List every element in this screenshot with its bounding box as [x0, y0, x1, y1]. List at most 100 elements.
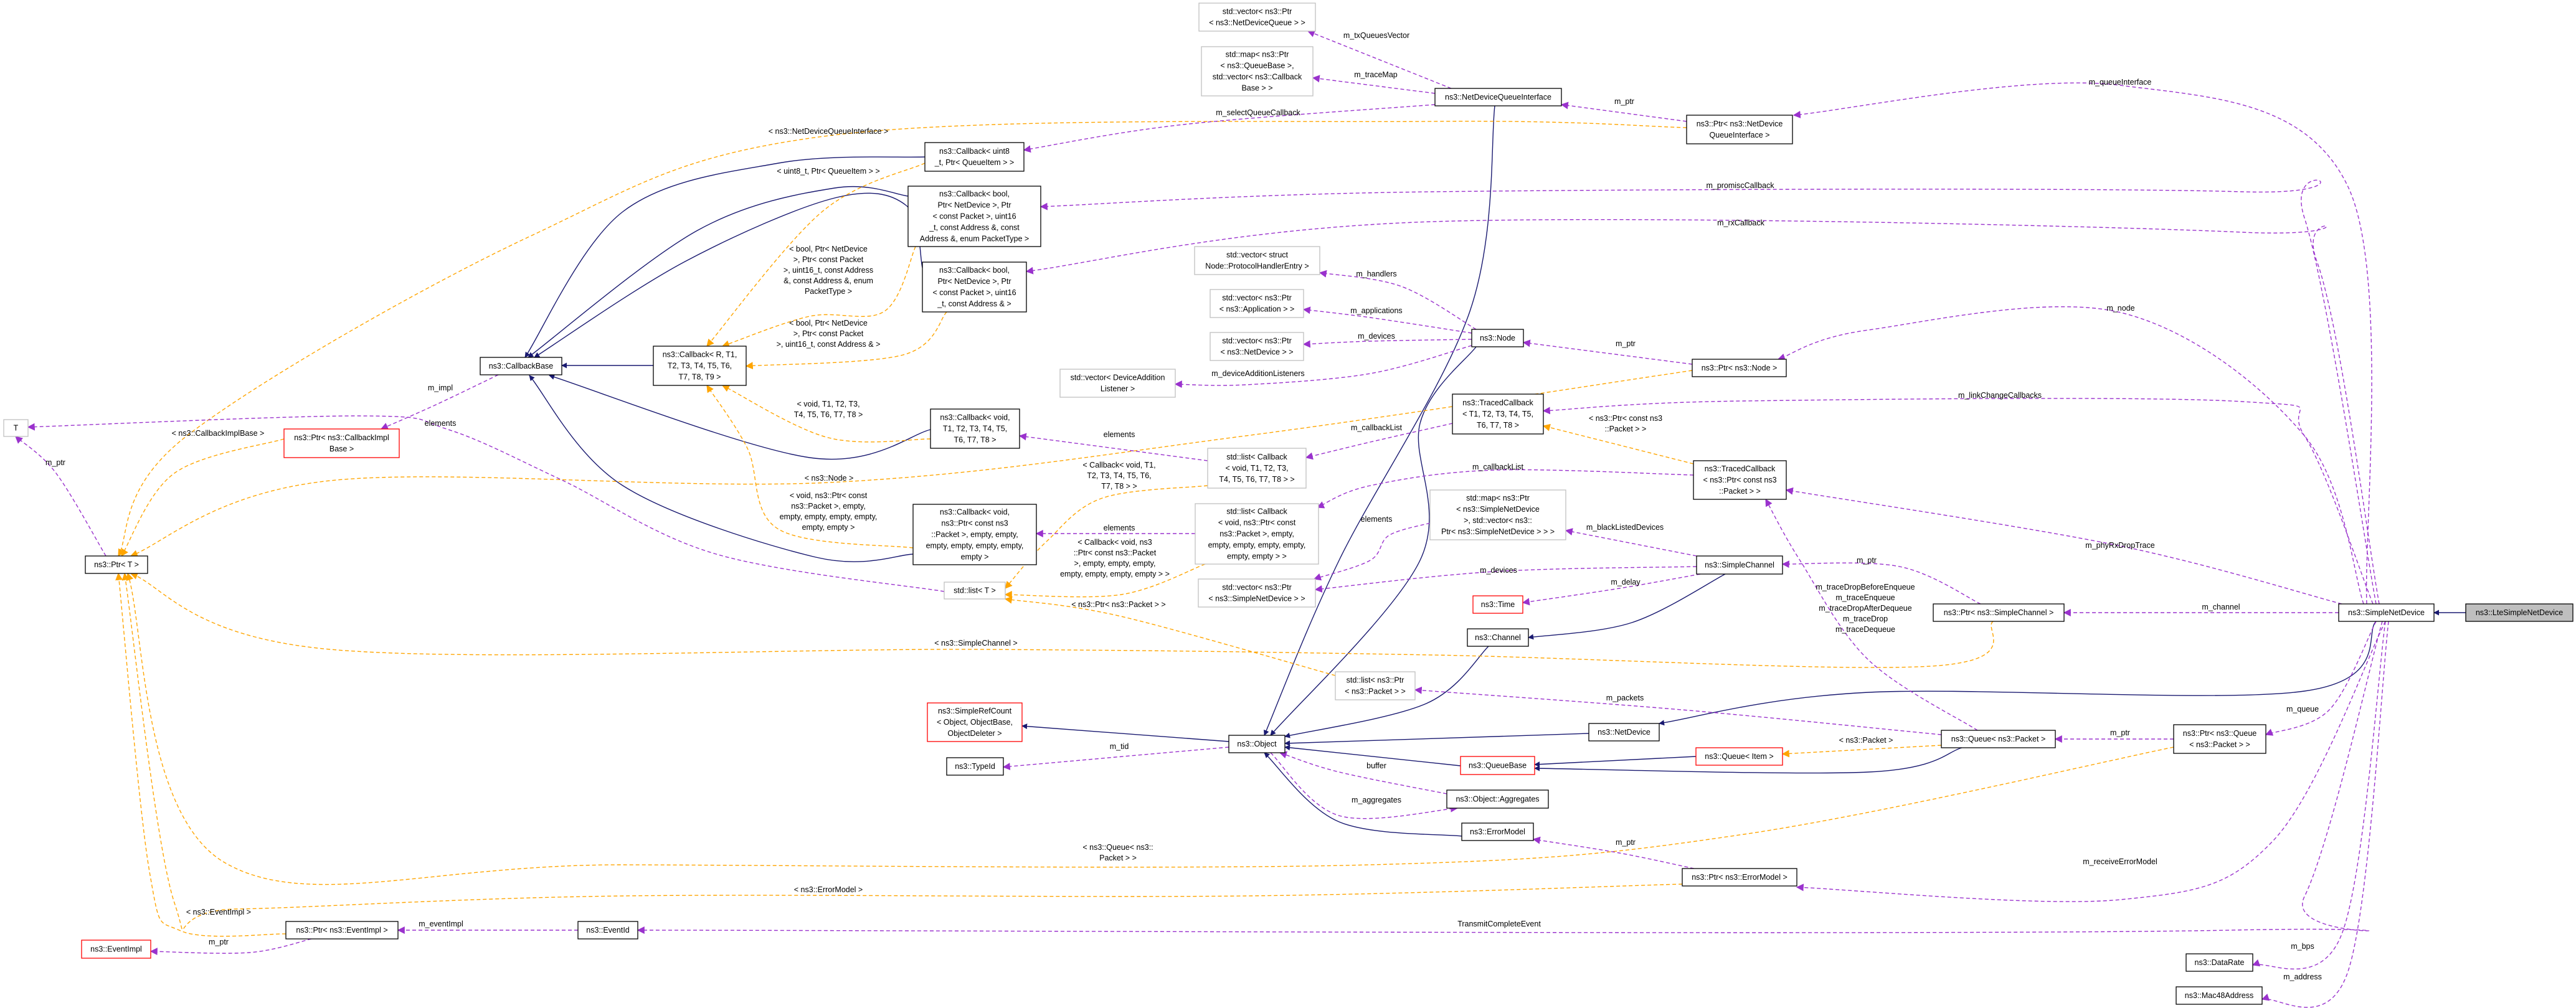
- class-node-l-t[interactable]: std::list< T >: [944, 582, 1006, 600]
- class-name: std::vector< ns3::Ptr< ns3::SimpleNetDev…: [1208, 583, 1305, 603]
- class-node-chan[interactable]: ns3::Channel: [1467, 628, 1529, 647]
- class-name: std::list< Callback< void, T1, T2, T3,T4…: [1219, 453, 1294, 484]
- class-name-line: < ns3::SimpleNetDevice: [1456, 505, 1540, 514]
- class-name: ns3::SimpleNetDevice: [2348, 608, 2425, 617]
- class-name-line: empty, empty, empty, empty,: [926, 541, 1024, 550]
- class-node-tc-t[interactable]: ns3::TracedCallback< T1, T2, T3, T4, T5,…: [1452, 393, 1544, 435]
- class-name-line: ns3::SimpleChannel: [1705, 560, 1774, 569]
- class-name-line: QueueInterface >: [1710, 131, 1770, 139]
- class-name-line: std::list< Callback: [1226, 453, 1287, 461]
- class-node-em[interactable]: ns3::ErrorModel: [1461, 822, 1534, 841]
- usage-edge-u-queue: [2265, 621, 2377, 736]
- class-node-cb-ad[interactable]: ns3::Callback< bool,Ptr< NetDevice >, Pt…: [922, 261, 1027, 313]
- edge-label-line: m_eventImpl: [419, 920, 463, 928]
- inheritance-edge-e-ndqi-obj: [1264, 105, 1495, 736]
- class-node-tc-p[interactable]: ns3::TracedCallback< ns3::Ptr< const ns3…: [1693, 460, 1787, 500]
- class-name: ns3::Ptr< ns3::Queue< ns3::Packet > >: [2183, 729, 2257, 749]
- class-node-dr[interactable]: ns3::DataRate: [2185, 953, 2253, 972]
- class-node-map-snd[interactable]: std::map< ns3::Ptr< ns3::SimpleNetDevice…: [1429, 489, 1566, 540]
- edge-label: < ns3::Ptr< const ns3::Packet > >: [1589, 414, 1662, 433]
- class-node-p-node[interactable]: ns3::Ptr< ns3::Node >: [1692, 359, 1787, 377]
- class-node-cb[interactable]: ns3::CallbackBase: [480, 357, 562, 375]
- class-node-snd[interactable]: ns3::SimpleNetDevice: [2338, 603, 2435, 622]
- class-node-p-ei[interactable]: ns3::Ptr< ns3::EventImpl >: [285, 921, 399, 940]
- class-node-ndqi[interactable]: ns3::NetDeviceQueueInterface: [1434, 88, 1562, 106]
- class-node-src[interactable]: ns3::SimpleRefCount< Object, ObjectBase,…: [927, 702, 1023, 742]
- class-name-line: < ns3::Packet > >: [1345, 687, 1406, 695]
- class-node-p-em[interactable]: ns3::Ptr< ns3::ErrorModel >: [1682, 868, 1797, 887]
- edge-label-line: m_address: [2283, 973, 2322, 981]
- class-box: [1210, 332, 1304, 361]
- class-node-lte[interactable]: ns3::LteSimpleNetDevice: [2465, 603, 2574, 622]
- class-name: std::vector< ns3::Ptr< ns3::Application …: [1219, 293, 1295, 313]
- usage-edge-u-p-ndqi-ndqi: [1560, 101, 1687, 122]
- class-box: [1472, 595, 1523, 614]
- class-box: [2338, 603, 2435, 622]
- class-node-q-pkt[interactable]: ns3::Queue< ns3::Packet >: [1941, 730, 2056, 748]
- edge-label: TransmitCompleteEvent: [1457, 920, 1541, 928]
- class-box: [1588, 723, 1660, 742]
- usage-edge-u-cbl1: [1305, 423, 1453, 460]
- class-node-l-cb-v[interactable]: std::list< Callback< void, T1, T2, T3,T4…: [1207, 448, 1307, 489]
- class-node-cb-v[interactable]: ns3::Callback< void,T1, T2, T3, T4, T5,T…: [930, 408, 1020, 449]
- class-node-nd[interactable]: ns3::NetDevice: [1588, 723, 1660, 742]
- class-box: [1941, 730, 2056, 748]
- template-edge-t-p-sch-p-t: [130, 572, 1994, 668]
- class-name-line: ns3::ErrorModel: [1470, 827, 1525, 836]
- class-name-line: std::vector< ns3::Ptr: [1222, 293, 1292, 302]
- class-node-map-qb[interactable]: std::map< ns3::Ptr< ns3::QueueBase >,std…: [1201, 46, 1314, 97]
- class-name: ns3::Mac48Address: [2185, 991, 2253, 1000]
- class-node-v-ndq[interactable]: std::vector< ns3::Ptr< ns3::NetDeviceQue…: [1198, 2, 1316, 32]
- class-node-v-nd[interactable]: std::vector< ns3::Ptr< ns3::NetDevice > …: [1210, 332, 1304, 361]
- edge-label: elements: [1104, 430, 1135, 439]
- class-node-obj[interactable]: ns3::Object: [1228, 735, 1286, 753]
- class-box: [3, 419, 29, 437]
- class-node-mac[interactable]: ns3::Mac48Address: [2176, 986, 2263, 1005]
- class-node-v-app[interactable]: std::vector< ns3::Ptr< ns3::Application …: [1210, 289, 1304, 318]
- class-node-cb-u8[interactable]: ns3::Callback< uint8_t, Ptr< QueueItem >…: [924, 142, 1025, 172]
- class-node-v-snd[interactable]: std::vector< ns3::Ptr< ns3::SimpleNetDev…: [1198, 578, 1316, 608]
- edge-label: m_bps: [2291, 942, 2314, 951]
- class-name: ns3::NetDeviceQueueInterface: [1445, 93, 1551, 101]
- class-node-tid[interactable]: ns3::TypeId: [946, 757, 1004, 776]
- class-node-time[interactable]: ns3::Time: [1472, 595, 1523, 614]
- class-node-p-sch[interactable]: ns3::Ptr< ns3::SimpleChannel >: [1933, 603, 2065, 622]
- edge-label-line: PacketType >: [805, 287, 852, 296]
- class-name-line: ns3::Ptr< const ns3: [941, 519, 1008, 527]
- edge-label-line: m_linkChangeCallbacks: [1958, 391, 2042, 400]
- edge-label: elements: [425, 419, 457, 428]
- class-node-cb-r[interactable]: ns3::Callback< R, T1,T2, T3, T4, T5, T6,…: [653, 346, 747, 386]
- edge-label-line: < Callback< void, ns3: [1077, 538, 1152, 547]
- class-node-qb[interactable]: ns3::QueueBase: [1460, 756, 1535, 775]
- class-name-line: _t, const Address & >: [937, 299, 1011, 308]
- class-box: [927, 702, 1023, 742]
- class-node-cb-vp[interactable]: ns3::Callback< void,ns3::Ptr< const ns3:…: [912, 504, 1037, 565]
- class-name-line: std::map< ns3::Ptr: [1466, 494, 1530, 502]
- class-box: [924, 142, 1025, 172]
- usage-edge-u-trace: [1312, 75, 1436, 94]
- class-node-cb-pt[interactable]: ns3::Callback< bool,Ptr< NetDevice >, Pt…: [907, 186, 1041, 247]
- class-node-eid[interactable]: ns3::EventId: [577, 921, 638, 940]
- class-node-l-cb-vp[interactable]: std::list< Callback< void, ns3::Ptr< con…: [1195, 503, 1319, 565]
- class-node-p-t[interactable]: ns3::Ptr< T >: [85, 555, 148, 574]
- class-node-q-item[interactable]: ns3::Queue< Item >: [1695, 747, 1783, 766]
- template-edge-t-p-em-p-t: [121, 572, 1683, 930]
- class-node-agg[interactable]: ns3::Object::Aggregates: [1446, 789, 1549, 809]
- class-name-line: < ns3::Ptr< const ns3: [1703, 476, 1776, 484]
- class-node-node[interactable]: ns3::Node: [1471, 329, 1524, 347]
- class-node-l-pkt[interactable]: std::list< ns3::Ptr< ns3::Packet > >: [1335, 671, 1416, 700]
- class-box: [2185, 953, 2253, 972]
- edge-label: m_receiveErrorModel: [2083, 857, 2157, 866]
- class-node-t[interactable]: T: [3, 419, 29, 437]
- class-node-sch[interactable]: ns3::SimpleChannel: [1696, 555, 1783, 575]
- class-box: [930, 408, 1020, 449]
- edge-label-line: < bool, Ptr< NetDevice: [789, 245, 868, 253]
- class-name-line: ns3::Callback< uint8: [939, 147, 1010, 156]
- class-node-p-q[interactable]: ns3::Ptr< ns3::Queue< ns3::Packet > >: [2173, 724, 2266, 754]
- class-name-line: empty >: [961, 552, 989, 561]
- class-node-ei[interactable]: ns3::EventImpl: [81, 940, 151, 959]
